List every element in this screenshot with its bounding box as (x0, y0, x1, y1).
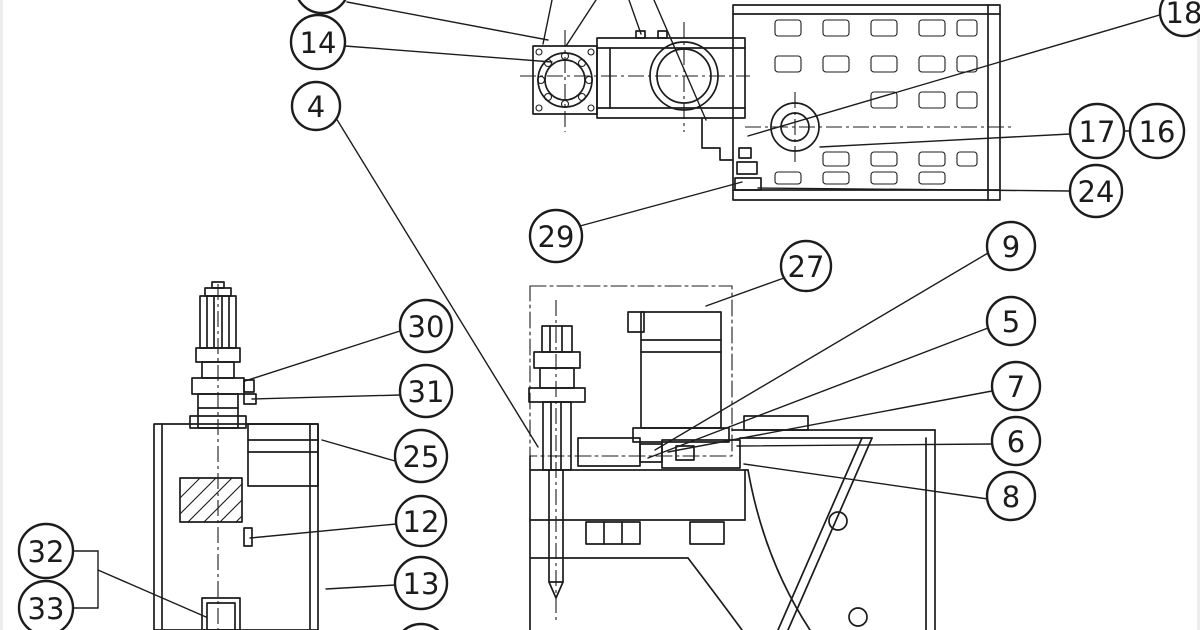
center-assembly-view (528, 285, 936, 630)
balloon-32: 32 (17, 522, 75, 580)
balloon-12: 12 (394, 494, 448, 548)
balloon-9: 9 (985, 220, 1037, 272)
balloon-partial-bottom (402, 622, 440, 630)
svg-text:4: 4 (307, 90, 325, 124)
balloon-33: 33 (17, 579, 75, 630)
column-body (153, 423, 319, 630)
svg-text:33: 33 (28, 592, 65, 626)
svg-text:27: 27 (788, 250, 825, 284)
base-hole-upper (828, 511, 848, 531)
bolt-circle (535, 48, 595, 112)
scan-edge-left (0, 0, 3, 630)
balloon-6: 6 (990, 415, 1042, 467)
svg-text:17: 17 (1079, 115, 1116, 149)
drive-motor (627, 311, 730, 443)
svg-text:16: 16 (1139, 115, 1176, 149)
balloon-8: 8 (985, 470, 1037, 522)
plate-bearing-circle (770, 102, 820, 152)
left-column-view (153, 281, 319, 630)
balloon-5: 5 (985, 295, 1037, 347)
balloon-31: 31 (398, 363, 454, 419)
svg-text:9: 9 (1002, 230, 1020, 264)
balloon-13: 13 (393, 555, 449, 611)
plate-slots (774, 19, 978, 185)
balloon-18: 18 (1158, 0, 1200, 38)
balloons: 14 4 18 17 16 24 29 27 (17, 0, 1200, 630)
svg-text:6: 6 (1007, 425, 1025, 459)
balloon-27: 27 (779, 239, 833, 293)
svg-text:29: 29 (538, 220, 575, 254)
balloon-partial-top (297, 0, 347, 15)
svg-text:32: 32 (28, 535, 65, 569)
balloon-14: 14 (289, 13, 347, 71)
leader-lines (72, 0, 1164, 618)
balloon-17: 17 (1068, 102, 1126, 160)
svg-text:18: 18 (1166, 0, 1200, 30)
svg-text:24: 24 (1078, 175, 1115, 209)
balloon-30: 30 (398, 298, 454, 354)
base-casting (529, 415, 936, 630)
clamp-pin (243, 527, 253, 547)
svg-text:7: 7 (1007, 370, 1025, 404)
svg-text:12: 12 (403, 505, 440, 539)
phantom-outline (529, 285, 733, 457)
svg-text:5: 5 (1002, 305, 1020, 339)
balloon-24: 24 (1068, 163, 1124, 219)
column-head (189, 347, 257, 429)
svg-text:13: 13 (403, 567, 440, 601)
gear-housing (596, 30, 746, 161)
hatch-lines (179, 477, 243, 523)
scan-edge-right (1197, 0, 1200, 630)
gear-bore-circle (649, 41, 719, 111)
svg-text:8: 8 (1002, 480, 1020, 514)
svg-text:25: 25 (403, 440, 440, 474)
svg-text:31: 31 (408, 375, 445, 409)
balloon-4: 4 (290, 80, 342, 132)
balloon-16: 16 (1128, 102, 1186, 160)
top-assembly-view (532, 4, 1001, 201)
base-hole-lower (848, 607, 868, 627)
balloon-25: 25 (393, 428, 449, 484)
balloon-29: 29 (528, 208, 584, 264)
slotted-plate (732, 4, 1001, 201)
balloon-7: 7 (990, 360, 1042, 412)
svg-text:14: 14 (300, 26, 337, 60)
svg-text:30: 30 (408, 310, 445, 344)
column-motor (199, 281, 237, 349)
